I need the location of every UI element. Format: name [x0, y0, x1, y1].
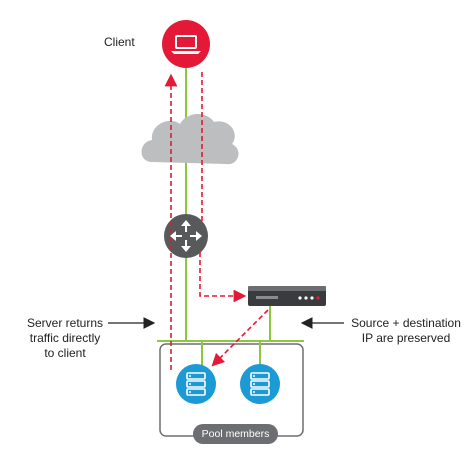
- client-laptop-icon: [162, 20, 210, 68]
- router-icon: [164, 214, 208, 258]
- annotation-line: Source + destination: [351, 316, 461, 330]
- network-segment: [157, 306, 304, 368]
- server-icon: [240, 364, 280, 404]
- ip-preserved-annotation: Source + destination IP are preserved: [342, 316, 470, 346]
- inbound-path: [199, 72, 269, 367]
- annotation-line: Server returns: [26, 316, 104, 330]
- load-balancer-icon: [248, 286, 326, 306]
- server-returns-annotation: Server returns traffic directly to clien…: [6, 316, 124, 361]
- annotation-line: IP are preserved: [361, 331, 451, 345]
- annotation-line: traffic directly: [29, 331, 101, 345]
- client-label: Client: [104, 35, 135, 49]
- cloud-icon: [141, 113, 239, 165]
- pool-members-label: Pool members: [193, 424, 278, 444]
- server-icon: [176, 364, 216, 404]
- annotation-line: to client: [44, 346, 86, 360]
